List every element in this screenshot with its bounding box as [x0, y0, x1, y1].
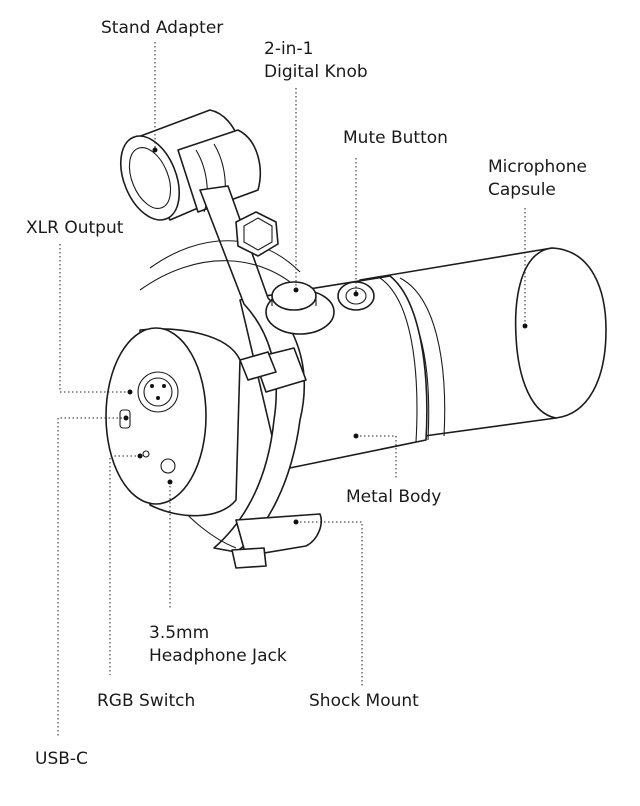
leader-usb-c: [57, 417, 126, 736]
label-usb-c: USB-C: [35, 749, 88, 769]
label-metal-body: Metal Body: [346, 487, 442, 507]
label-xlr-output: XLR Output: [26, 218, 124, 238]
shock-mount: [119, 185, 322, 569]
stand-adapter: [119, 109, 261, 221]
label-stand-adapter: Stand Adapter: [101, 18, 224, 38]
leader-lines: [57, 42, 528, 736]
label-digital-knob: 2-in-1 Digital Knob: [264, 39, 368, 82]
leader-rgb-switch: [109, 455, 140, 675]
label-shock-mount: Shock Mount: [309, 691, 419, 711]
label-headphone-jack: 3.5mm Headphone Jack: [149, 623, 287, 666]
label-mute-button: Mute Button: [343, 128, 448, 148]
label-microphone-capsule: Microphone Capsule: [488, 157, 587, 200]
adapter-nut: [235, 211, 279, 257]
leader-xlr-output: [59, 244, 130, 393]
rear-panel: [105, 327, 241, 517]
label-rgb-switch: RGB Switch: [97, 691, 196, 711]
leader-metal-body: [356, 435, 397, 480]
digital-knob: [265, 281, 335, 335]
